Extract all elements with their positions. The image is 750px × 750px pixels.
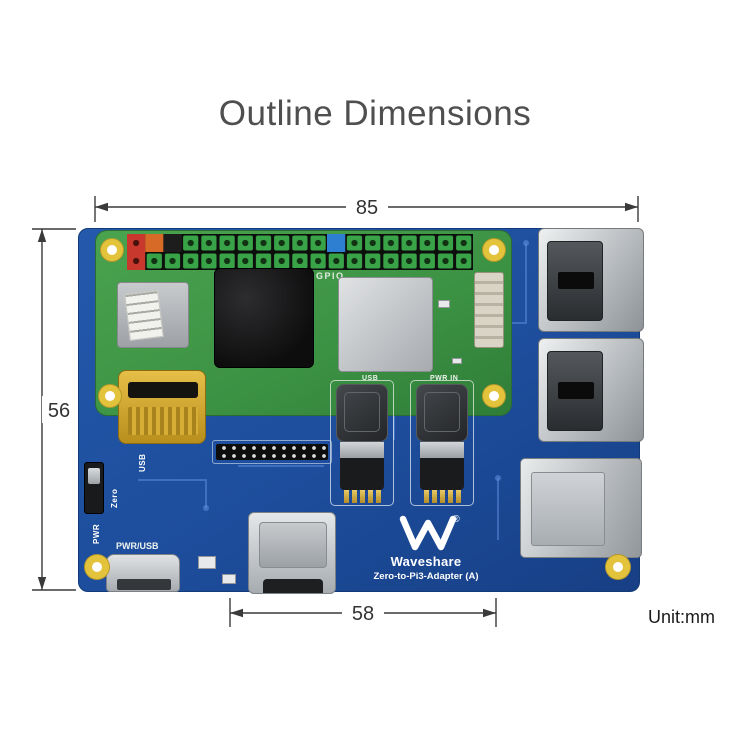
usb-label: USB: [362, 375, 379, 382]
usb-a-tongue: [558, 382, 594, 399]
usb-side-label: USB: [138, 453, 147, 472]
registered-mark: ®: [452, 514, 460, 525]
usb-a-opening: [547, 351, 603, 431]
dimension-width-label: 85: [356, 197, 378, 219]
mini-hdmi-pins: [128, 407, 198, 435]
dimension-height-label: 56: [48, 400, 70, 422]
usb-a-port-top: [538, 228, 644, 332]
mounting-hole: [483, 239, 505, 261]
pwr-label: PWR: [92, 523, 101, 544]
pwr-plug-base: [420, 458, 464, 490]
usb-plug-shell: [340, 442, 384, 458]
pwr-plug-pins: [416, 490, 468, 503]
ethernet-port: [520, 458, 642, 558]
pwr-in-label: PWR IN: [430, 375, 459, 382]
model-name: Zero-to-Pi3-Adapter (A): [373, 571, 479, 582]
pwr-plug-shell: [420, 442, 464, 458]
gpio-header: [127, 234, 473, 270]
usb-plug-base: [340, 458, 384, 490]
sd-card-slot: [117, 282, 189, 348]
pwr-usb-label: PWR/USB: [116, 541, 159, 551]
mounting-hole: [85, 555, 109, 579]
pin-header-silkscreen: [212, 440, 332, 464]
waveshare-logo-icon: ®: [399, 514, 460, 551]
usb-a-tongue: [558, 272, 594, 289]
sd-card-sticker: [124, 290, 164, 341]
switch-knob: [88, 468, 100, 484]
mini-hdmi-slot: [128, 382, 198, 398]
mounting-hole: [99, 385, 121, 407]
power-micro-usb-opening: [117, 579, 171, 590]
dimension-span-label: 58: [352, 603, 374, 625]
smd-component: [222, 574, 236, 584]
hdmi-shell: [259, 522, 327, 568]
smd-component: [198, 556, 216, 569]
page-title: Outline Dimensions: [218, 94, 532, 133]
gpio-label: GPIO: [316, 271, 345, 281]
mini-hdmi-connector: [118, 370, 206, 444]
mounting-hole: [483, 385, 505, 407]
usb-plug-face: [344, 392, 380, 432]
smd-component: [438, 300, 450, 308]
hdmi-opening: [263, 579, 323, 593]
unit-label: Unit:mm: [648, 607, 715, 627]
smd-component: [452, 358, 462, 364]
pwr-plug-face: [424, 392, 460, 432]
camera-connector: [474, 272, 504, 348]
mounting-hole: [101, 239, 123, 261]
pwr-plug-silkscreen: [410, 380, 474, 506]
usb-plug: [336, 384, 388, 504]
pwr-plug: [416, 384, 468, 504]
power-micro-usb-port: [106, 554, 180, 592]
pwr-plug-body: [416, 384, 468, 442]
usb-a-port-bottom: [538, 338, 644, 442]
mounting-hole: [606, 555, 630, 579]
cpu-chip: [214, 268, 314, 368]
rf-shield: [338, 277, 433, 372]
usb-a-opening: [547, 241, 603, 321]
toggle-switch: [84, 462, 104, 514]
brand-name: Waveshare: [390, 554, 462, 569]
hdmi-port: [248, 512, 336, 594]
usb-plug-body: [336, 384, 388, 442]
ethernet-opening: [531, 472, 605, 546]
usb-plug-silkscreen: [330, 380, 394, 506]
usb-plug-pins: [336, 490, 388, 503]
pin-header: [216, 444, 328, 460]
zero-label: Zero: [110, 488, 119, 508]
